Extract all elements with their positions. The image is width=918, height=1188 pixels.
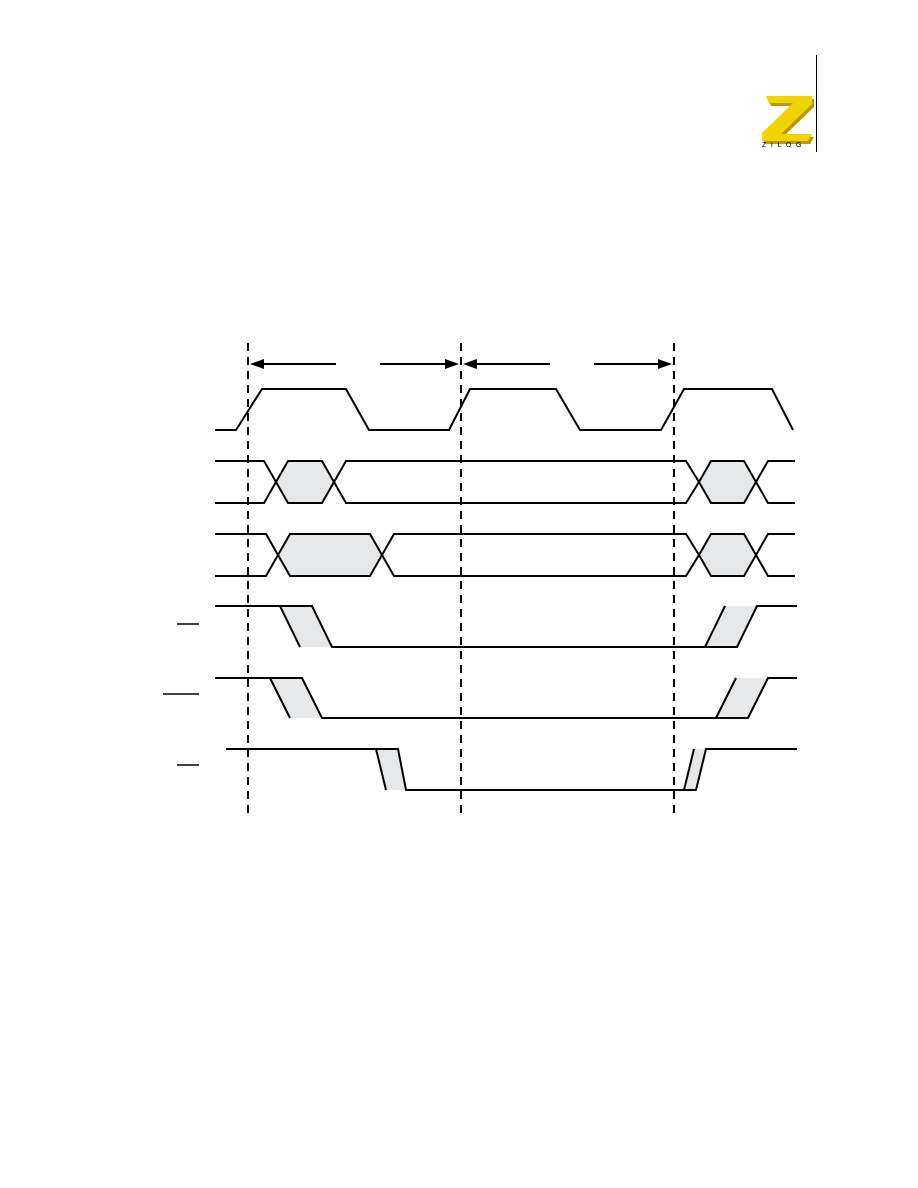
strobe-2-line — [215, 677, 797, 719]
bus-1-transition-fill-2 — [699, 461, 756, 503]
zilog-logo — [762, 96, 814, 144]
cycle-arrow-1 — [250, 359, 459, 369]
strobe-2-fall-fill — [270, 678, 322, 718]
strobe-3-rise-fill — [684, 749, 706, 790]
logo-subtext: ZILOG — [761, 142, 806, 149]
bus-1-waveform — [215, 460, 795, 504]
bus-2-waveform — [215, 533, 795, 577]
strobe-3-waveform — [226, 748, 797, 791]
bus-2-bottom — [215, 552, 795, 577]
strobe-1-rise-fill — [705, 606, 757, 647]
arrowhead-right — [658, 359, 672, 369]
strobe-2-rise-fill — [716, 678, 768, 718]
bus-1-transition-fill-1 — [276, 461, 334, 503]
strobe-3-line — [226, 748, 797, 791]
reference-lines — [247, 343, 675, 818]
strobe-2-rise-edge-1 — [715, 677, 737, 719]
strobe-1-fall-edge-1 — [279, 605, 301, 648]
arrowhead-left — [250, 359, 264, 369]
strobe-3-fall-edge-1 — [375, 748, 387, 791]
bus-2-transition-fill-1 — [278, 534, 382, 576]
strobe-3-rise-edge-1 — [683, 748, 695, 791]
arrowhead-left — [463, 359, 477, 369]
arrowhead-right — [445, 359, 459, 369]
header-rule — [816, 55, 817, 152]
bus-1-top — [215, 460, 795, 485]
bus-1-bottom — [215, 479, 795, 504]
strobe-1-rise-edge-1 — [704, 605, 726, 648]
strobe-1-waveform — [215, 605, 797, 648]
strobe-1-fall-fill — [280, 606, 332, 647]
strobe-1-line — [215, 605, 797, 648]
cycle-arrow-2 — [463, 359, 672, 369]
logo-z — [762, 96, 812, 141]
bus-2-transition-fill-2 — [699, 534, 756, 576]
bus-2-top — [215, 533, 795, 558]
strobe-2-waveform — [215, 677, 797, 719]
strobe-2-fall-edge-1 — [269, 677, 291, 719]
clock-waveform — [215, 388, 794, 431]
